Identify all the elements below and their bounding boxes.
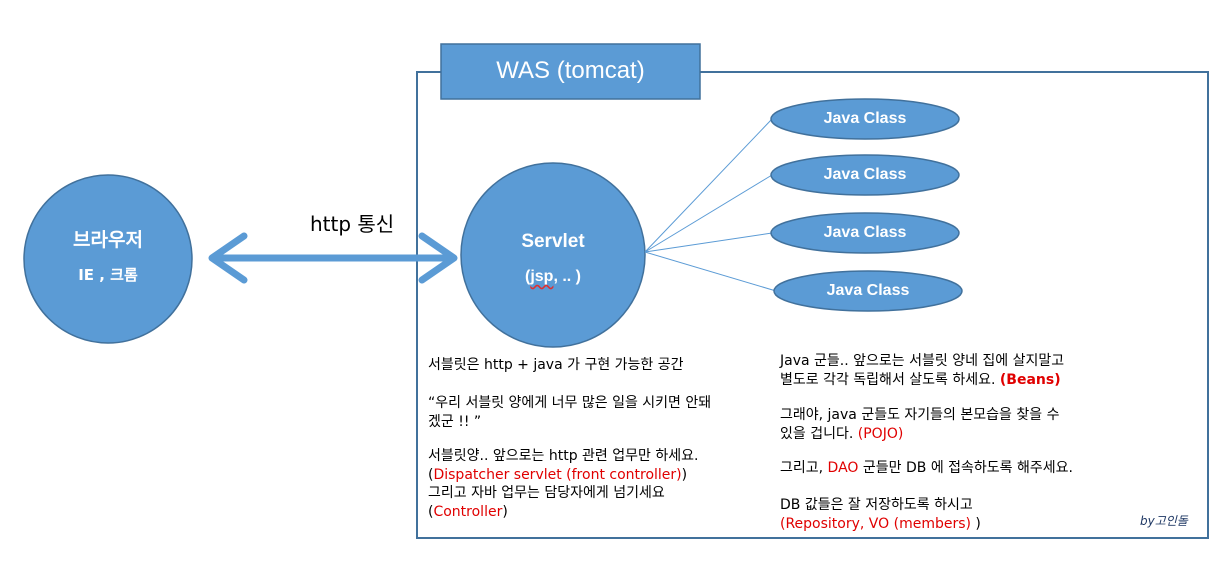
note-servlet-space: 서블릿은 http + java 가 구현 가능한 공간	[428, 357, 684, 373]
note-pojo-line2: 있을 겁니다. (POJO)	[780, 426, 904, 442]
note-pojo-line1: 그래야, java 군들도 자기들의 본모습을 찾을 수	[780, 407, 1060, 423]
note-delegate: 그리고 자바 업무는 담당자에게 넘기세요	[428, 485, 665, 501]
squiggle-word: jsp	[530, 268, 554, 285]
was-container	[416, 71, 1209, 539]
was-title: WAS (tomcat)	[496, 57, 645, 84]
note-java-line2: 별도로 각각 독립해서 살도록 하세요. (Beans)	[780, 372, 1061, 388]
java-class-label: Java Class	[823, 224, 907, 241]
dao-term: DAO	[827, 460, 859, 476]
java-class-label: Java Class	[823, 110, 907, 127]
note-db-line2: (Repository, VO (members) )	[780, 516, 981, 532]
servlet-class-connectors	[644, 118, 777, 292]
servlet-label: Servlet	[521, 231, 585, 252]
was-title-box	[440, 43, 701, 100]
java-class-node	[770, 154, 960, 196]
connector-line	[644, 251, 777, 292]
pojo-term: (POJO)	[857, 426, 904, 442]
servlet-node	[460, 162, 646, 348]
beans-term: (Beans)	[999, 372, 1061, 388]
connector-line	[644, 232, 773, 253]
http-label: http 통신	[310, 212, 395, 236]
java-class-label: Java Class	[826, 282, 910, 299]
note-java-line1: Java 군들.. 앞으로는 서블릿 양네 집에 살지말고	[780, 353, 1065, 369]
connector-line	[644, 174, 773, 253]
note-quote-line1: “우리 서블릿 양에게 너무 많은 일을 시키면 안돼	[428, 395, 712, 411]
repository-term: (Repository, VO (members)	[780, 516, 976, 532]
note-controller: (Controller)	[428, 504, 508, 520]
note-dispatcher: (Dispatcher servlet (front controller))	[428, 467, 688, 483]
java-class-node	[770, 98, 960, 140]
browser-examples: IE , 크롬	[78, 266, 138, 284]
browser-node	[23, 174, 193, 344]
author-credit: by고인돌	[1140, 514, 1188, 528]
servlet-sub: (jsp, .. )	[524, 268, 581, 285]
note-dao: 그리고, DAO 군들만 DB 에 접속하도록 해주세요.	[780, 460, 1073, 476]
note-db-line1: DB 값들은 잘 저장하도록 하시고	[780, 497, 973, 513]
connector-line	[644, 118, 773, 253]
http-double-arrow	[208, 232, 458, 284]
java-class-node	[770, 212, 960, 254]
dispatcher-servlet-term: Dispatcher servlet (front controller)	[433, 467, 682, 483]
java-class-label: Java Class	[823, 166, 907, 183]
note-quote-line2: 겠군 !! ”	[428, 414, 482, 430]
java-class-node	[773, 270, 963, 312]
controller-term: Controller	[433, 504, 503, 520]
note-http-only: 서블릿양.. 앞으로는 http 관련 업무만 하세요.	[428, 448, 699, 464]
browser-label: 브라우저	[73, 229, 143, 251]
